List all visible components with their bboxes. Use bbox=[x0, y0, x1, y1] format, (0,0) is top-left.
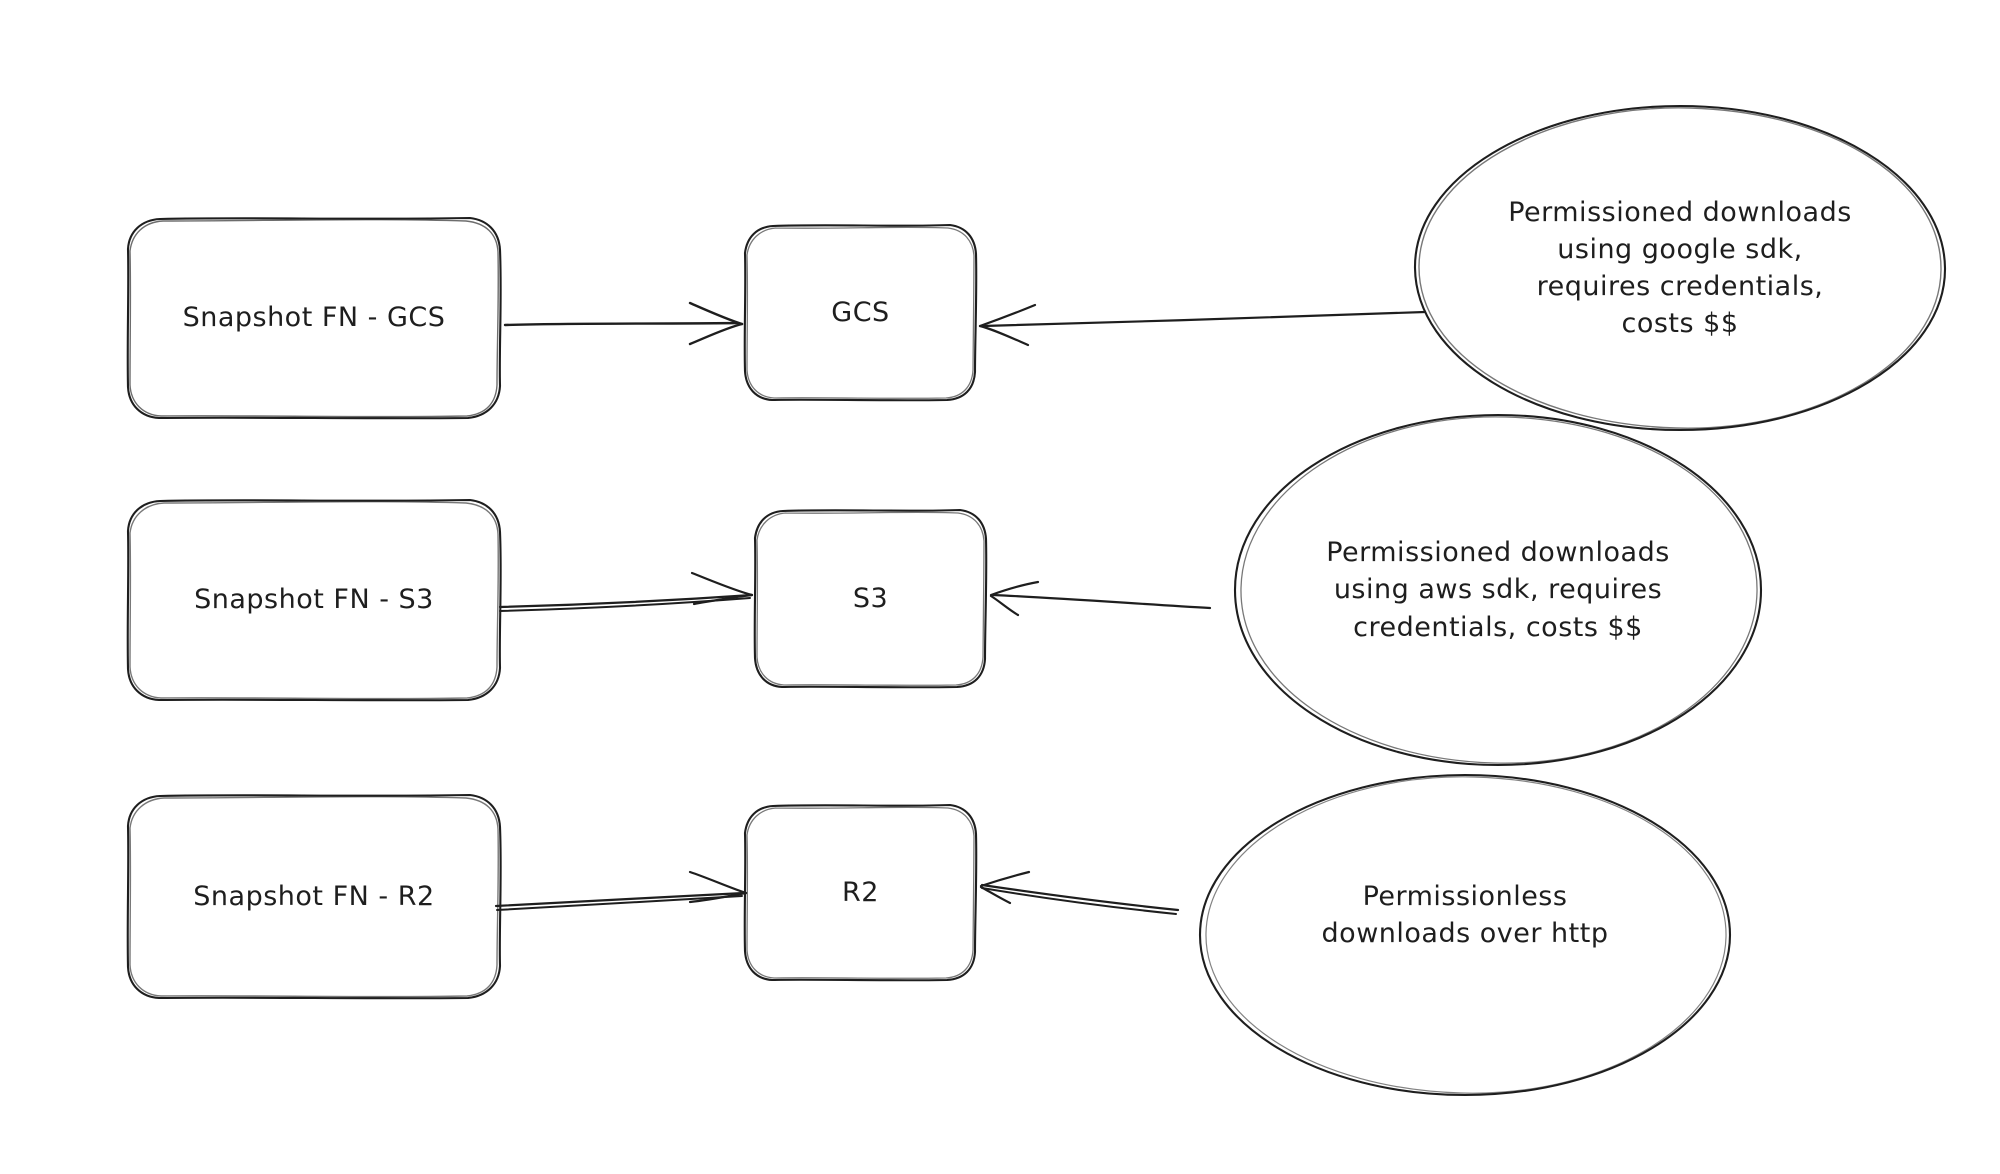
arrow-note-r2-to-r2 bbox=[979, 870, 1180, 915]
note-r2-ellipse[interactable] bbox=[1198, 773, 1732, 1097]
note-gcs-ellipse[interactable] bbox=[1413, 104, 1947, 432]
node-snapshot-fn-gcs[interactable] bbox=[126, 216, 502, 420]
node-r2[interactable] bbox=[743, 803, 978, 982]
node-snapshot-fn-s3[interactable] bbox=[126, 498, 502, 702]
arrow-snapshot-fn-s3-to-s3 bbox=[498, 571, 754, 612]
node-gcs[interactable] bbox=[743, 223, 978, 402]
node-snapshot-fn-r2[interactable] bbox=[126, 793, 502, 1000]
arrow-note-gcs-to-gcs bbox=[978, 303, 1427, 347]
node-s3[interactable] bbox=[753, 508, 988, 689]
arrow-snapshot-fn-r2-to-r2 bbox=[494, 870, 748, 911]
note-s3-ellipse[interactable] bbox=[1233, 413, 1763, 767]
arrow-snapshot-fn-gcs-to-gcs bbox=[503, 301, 744, 346]
arrow-note-s3-to-s3 bbox=[989, 580, 1212, 617]
